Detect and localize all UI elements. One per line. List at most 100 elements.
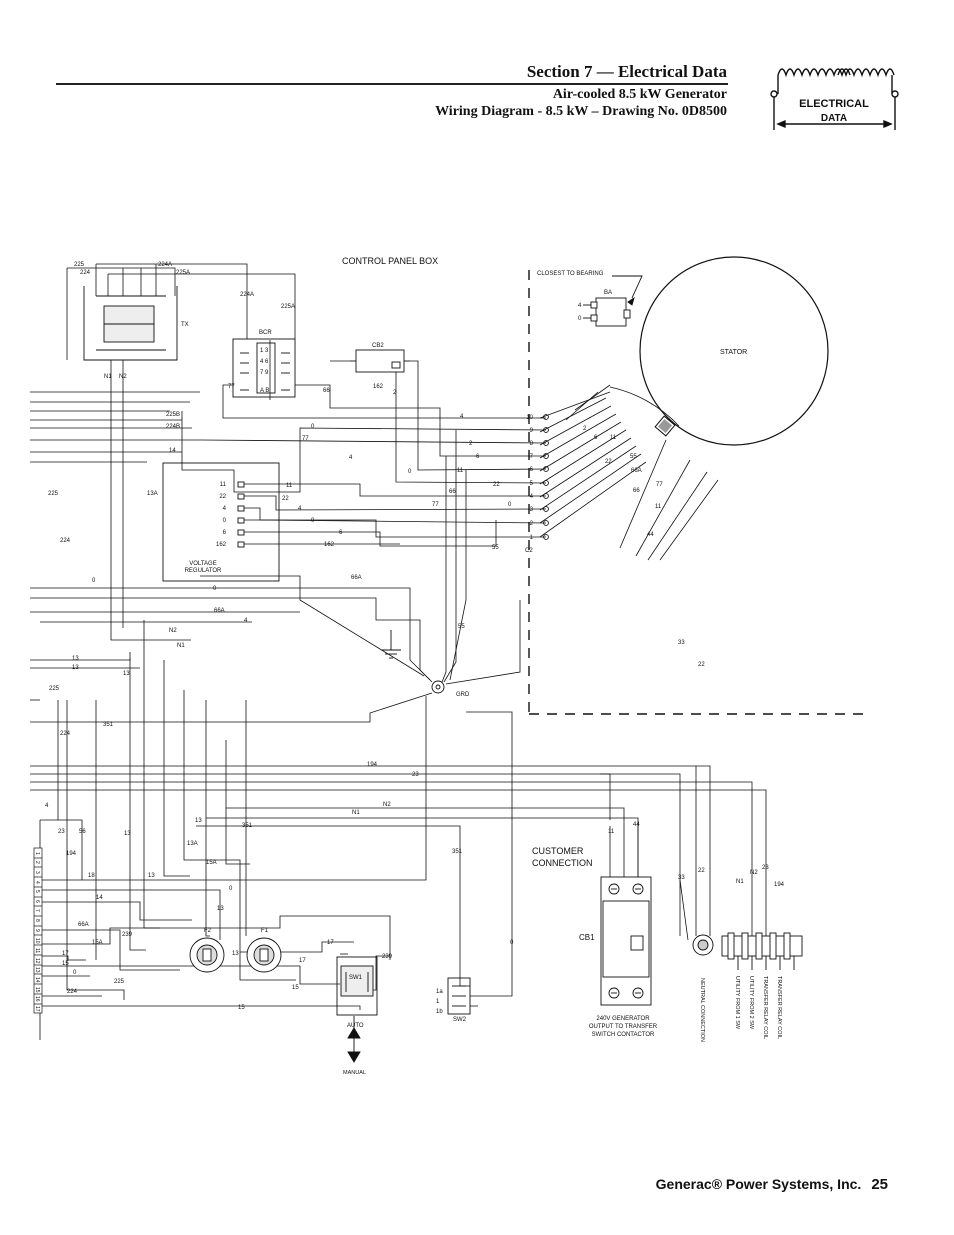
svg-text:13A: 13A bbox=[147, 491, 158, 497]
pin-number: 15 bbox=[34, 987, 40, 993]
svg-text:15A: 15A bbox=[92, 940, 103, 946]
stator-leads bbox=[539, 384, 719, 561]
svg-text:224: 224 bbox=[80, 270, 91, 276]
pin-number: 13 bbox=[34, 967, 40, 973]
customer-terminal-strip bbox=[721, 932, 803, 970]
svg-text:4: 4 bbox=[244, 618, 248, 624]
svg-text:N2: N2 bbox=[750, 870, 758, 876]
svg-text:14: 14 bbox=[169, 448, 176, 454]
badge-line1: ELECTRICAL bbox=[799, 98, 869, 110]
terminal-labels: NEUTRAL CONNECTION UTILITY FROM 1 SW UTI… bbox=[699, 976, 782, 1042]
svg-text:55: 55 bbox=[458, 624, 465, 630]
svg-text:225: 225 bbox=[49, 686, 60, 692]
svg-text:351: 351 bbox=[452, 849, 463, 855]
auto-label: AUTO bbox=[347, 1023, 364, 1029]
svg-text:225: 225 bbox=[48, 491, 59, 497]
stator-label: STATOR bbox=[720, 349, 747, 356]
svg-text:77: 77 bbox=[302, 436, 309, 442]
svg-text:66: 66 bbox=[633, 488, 640, 494]
svg-text:239: 239 bbox=[382, 954, 393, 960]
cb2-label: CB2 bbox=[372, 343, 384, 349]
svg-text:17: 17 bbox=[299, 958, 306, 964]
pin-number: 8 bbox=[34, 919, 40, 922]
ba-label: BA bbox=[604, 290, 612, 296]
svg-text:11: 11 bbox=[655, 504, 662, 510]
svg-text:1b: 1b bbox=[436, 1009, 443, 1015]
svg-text:0: 0 bbox=[311, 424, 315, 430]
svg-text:13: 13 bbox=[72, 665, 79, 671]
section-title: Section 7 — Electrical Data bbox=[526, 62, 727, 81]
control-panel-box-label: CONTROL PANEL BOX bbox=[342, 256, 438, 266]
svg-text:13: 13 bbox=[148, 873, 155, 879]
svg-text:4: 4 bbox=[45, 803, 49, 809]
svg-text:23: 23 bbox=[58, 829, 65, 835]
c2-label: C2 bbox=[525, 548, 533, 554]
c2-terminal: 7 bbox=[530, 454, 534, 460]
svg-text:N1: N1 bbox=[177, 643, 185, 649]
svg-text:0: 0 bbox=[229, 886, 233, 892]
svg-text:162: 162 bbox=[324, 542, 335, 548]
customer-connection-label-2: CONNECTION bbox=[532, 858, 593, 868]
cb1-caption-3: SWITCH CONTACTOR bbox=[592, 1032, 655, 1038]
header-rule bbox=[56, 83, 728, 85]
pin-number: 17 bbox=[34, 1006, 40, 1012]
svg-text:6: 6 bbox=[594, 435, 598, 441]
svg-text:22: 22 bbox=[493, 482, 500, 488]
svg-text:N1: N1 bbox=[104, 374, 112, 380]
svg-text:162: 162 bbox=[373, 384, 384, 390]
brush-assembly-ba bbox=[583, 275, 643, 327]
customer-connection-label-1: CUSTOMER bbox=[532, 846, 584, 856]
svg-text:56: 56 bbox=[79, 829, 86, 835]
vr-terminal: 6 bbox=[223, 530, 227, 536]
pin-number: 1 bbox=[34, 852, 40, 855]
svg-text:13: 13 bbox=[195, 818, 202, 824]
pin-number: 14 bbox=[34, 977, 40, 983]
svg-text:N2: N2 bbox=[119, 374, 127, 380]
vr-terminals: 11 22 4 0 6 162 bbox=[216, 482, 227, 548]
vr-terminal: 0 bbox=[223, 518, 227, 524]
svg-text:33: 33 bbox=[678, 640, 685, 646]
pin-number: 9 bbox=[34, 929, 40, 932]
svg-text:2: 2 bbox=[469, 441, 473, 447]
svg-text:0: 0 bbox=[408, 469, 412, 475]
pin-number: 3 bbox=[34, 871, 40, 874]
circuit-breaker-cb2 bbox=[350, 349, 410, 373]
svg-text:44: 44 bbox=[633, 822, 640, 828]
bcr-relay bbox=[232, 338, 296, 398]
svg-text:194: 194 bbox=[66, 851, 77, 857]
f2-label: F2 bbox=[204, 928, 212, 934]
terminal-label-relay-1: TRANSFER RELAY COIL bbox=[762, 976, 768, 1039]
svg-text:22: 22 bbox=[605, 459, 612, 465]
svg-text:2: 2 bbox=[393, 390, 397, 396]
svg-text:66A: 66A bbox=[351, 575, 362, 581]
control-panel-boundary bbox=[528, 270, 868, 715]
svg-text:66: 66 bbox=[449, 489, 456, 495]
pin-number: 2 bbox=[34, 861, 40, 864]
svg-text:22: 22 bbox=[698, 868, 705, 874]
svg-text:55: 55 bbox=[630, 454, 637, 460]
diagram-subtitle: Air-cooled 8.5 kW Generator bbox=[552, 87, 727, 102]
svg-text:224A: 224A bbox=[158, 262, 172, 268]
svg-text:17: 17 bbox=[62, 951, 69, 957]
c2-terminal: 3 bbox=[530, 507, 534, 513]
svg-text:77: 77 bbox=[228, 384, 235, 390]
svg-text:23: 23 bbox=[762, 865, 769, 871]
svg-text:225B: 225B bbox=[166, 412, 180, 418]
svg-text:11: 11 bbox=[608, 829, 615, 835]
svg-text:66: 66 bbox=[323, 388, 330, 394]
svg-text:0: 0 bbox=[508, 502, 512, 508]
svg-text:4 6: 4 6 bbox=[260, 359, 269, 365]
svg-text:224: 224 bbox=[60, 538, 71, 544]
cb1-caption-1: 240V GENERATOR bbox=[596, 1016, 650, 1022]
svg-text:0: 0 bbox=[73, 970, 77, 976]
svg-text:13: 13 bbox=[124, 831, 131, 837]
c2-terminal: 6 bbox=[530, 467, 534, 473]
vr-label-2: REGULATOR bbox=[185, 568, 222, 574]
c2-terminal: 1 bbox=[530, 535, 534, 541]
sw1-label: SW1 bbox=[349, 975, 363, 981]
svg-text:225: 225 bbox=[74, 262, 85, 268]
page-number: 25 bbox=[871, 1176, 888, 1193]
wire-4: 4 bbox=[578, 303, 582, 309]
svg-text:15: 15 bbox=[62, 961, 69, 967]
vr-terminal: 162 bbox=[216, 542, 227, 548]
